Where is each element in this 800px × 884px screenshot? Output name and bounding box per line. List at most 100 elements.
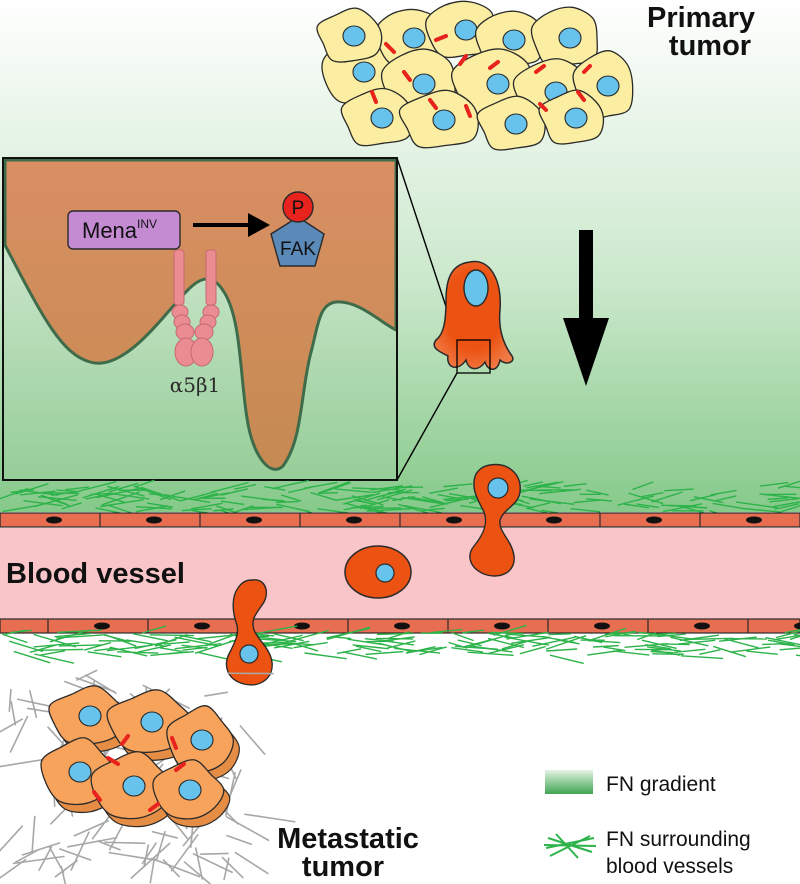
endothelial-nucleus <box>394 622 410 630</box>
fn-fiber <box>159 647 183 653</box>
fn-fiber <box>451 632 474 642</box>
fn-fiber <box>352 644 389 650</box>
ecm-fiber <box>9 715 29 753</box>
nucleus <box>454 19 478 41</box>
nucleus <box>502 29 526 51</box>
fn-fiber <box>304 652 347 660</box>
endothelial-nucleus <box>746 516 762 524</box>
fn-fiber <box>570 507 601 513</box>
fak-label: FAK <box>280 239 316 260</box>
fn-fiber <box>651 491 683 503</box>
fn-fiber <box>112 493 150 500</box>
fn-fiber <box>454 645 498 650</box>
fak-pentagon <box>270 216 325 267</box>
fn-fiber <box>759 493 800 500</box>
ecm-fiber <box>28 689 38 719</box>
fn-fiber <box>178 634 212 643</box>
fn-fiber <box>759 481 789 487</box>
fn-fiber <box>40 650 66 656</box>
fn-fiber <box>33 633 77 648</box>
fn-fiber <box>220 500 245 506</box>
fn-fiber <box>680 655 724 660</box>
fn-fiber <box>318 492 339 495</box>
phospho-circle <box>282 191 314 223</box>
ecm-fiber <box>244 813 296 823</box>
endothelial-nucleus <box>694 622 710 630</box>
ecm-fiber <box>21 841 61 856</box>
fn-fibers-top <box>0 479 800 523</box>
legend-gradient-swatch <box>545 770 593 794</box>
fn-fiber <box>174 636 219 647</box>
fn-fiber <box>457 639 482 647</box>
zoom-line-bottom <box>396 372 458 481</box>
fn-fiber <box>181 490 216 502</box>
fn-fiber <box>276 500 299 504</box>
fn-fiber <box>772 501 800 508</box>
ecm-fiber <box>194 847 204 880</box>
nucleus <box>596 75 620 97</box>
fn-fiber <box>767 639 795 646</box>
fn-fiber <box>376 489 413 501</box>
fn-fiber <box>403 505 439 513</box>
fn-fiber <box>288 486 314 494</box>
fn-fiber <box>117 651 159 654</box>
primary-tumor-cluster <box>316 0 634 151</box>
endothelium-top <box>0 512 800 528</box>
fn-fiber <box>746 650 778 656</box>
fn-fiber <box>56 489 80 493</box>
ecm-fiber <box>234 851 269 875</box>
nucleus <box>342 25 366 47</box>
fn-fiber <box>493 624 527 636</box>
fn-fiber <box>668 504 708 509</box>
fn-fiber <box>419 646 447 656</box>
fn-fiber <box>276 503 310 513</box>
nucleus <box>486 73 510 95</box>
fn-fiber <box>106 485 145 497</box>
nucleus <box>122 775 146 797</box>
endothelial-nucleus <box>646 516 662 524</box>
fn-fiber <box>532 636 576 648</box>
ecm-fiber <box>151 830 178 839</box>
fn-fiber <box>535 485 561 489</box>
fn-fiber <box>150 651 188 657</box>
fn-fiber <box>730 646 771 653</box>
blood-vessel-label: Blood vessel <box>6 558 185 590</box>
fn-fiber <box>541 635 576 644</box>
fn-fiber <box>262 498 285 502</box>
fn-fiber <box>779 647 800 651</box>
fn-fiber <box>525 481 559 489</box>
fn-fiber <box>2 504 40 513</box>
ecm-fiber <box>0 825 24 852</box>
fn-fiber <box>776 642 800 648</box>
cell-junction <box>534 64 546 74</box>
fn-fiber <box>365 650 404 656</box>
fn-fiber <box>623 503 650 509</box>
fn-fiber <box>603 646 626 652</box>
fn-fiber <box>134 479 155 488</box>
ecm-fiber <box>96 840 121 851</box>
fn-fiber <box>588 639 621 644</box>
fn-fiber <box>677 639 716 645</box>
fn-fiber <box>467 651 514 657</box>
circulating-tumor-cell <box>344 545 412 599</box>
fn-fiber <box>451 646 484 653</box>
fn-fiber <box>573 499 601 504</box>
primary-tumor-label-line2: tumor <box>669 30 751 62</box>
endothelial-nucleus <box>446 516 462 524</box>
cell-junction <box>538 102 548 112</box>
fn-fiber <box>347 638 385 646</box>
fn-fiber <box>445 498 469 502</box>
nucleus <box>140 711 164 733</box>
fn-fiber <box>784 628 800 634</box>
fn-fiber <box>163 641 190 645</box>
ecm-fiber <box>67 836 118 848</box>
nucleus <box>412 73 436 95</box>
fn-fiber <box>136 505 168 513</box>
fn-fiber <box>213 508 234 512</box>
endothelial-nucleus <box>46 516 62 524</box>
fn-fiber <box>323 482 352 493</box>
fn-fiber <box>462 638 495 648</box>
fn-fiber <box>125 639 167 648</box>
endothelial-nucleus <box>594 622 610 630</box>
